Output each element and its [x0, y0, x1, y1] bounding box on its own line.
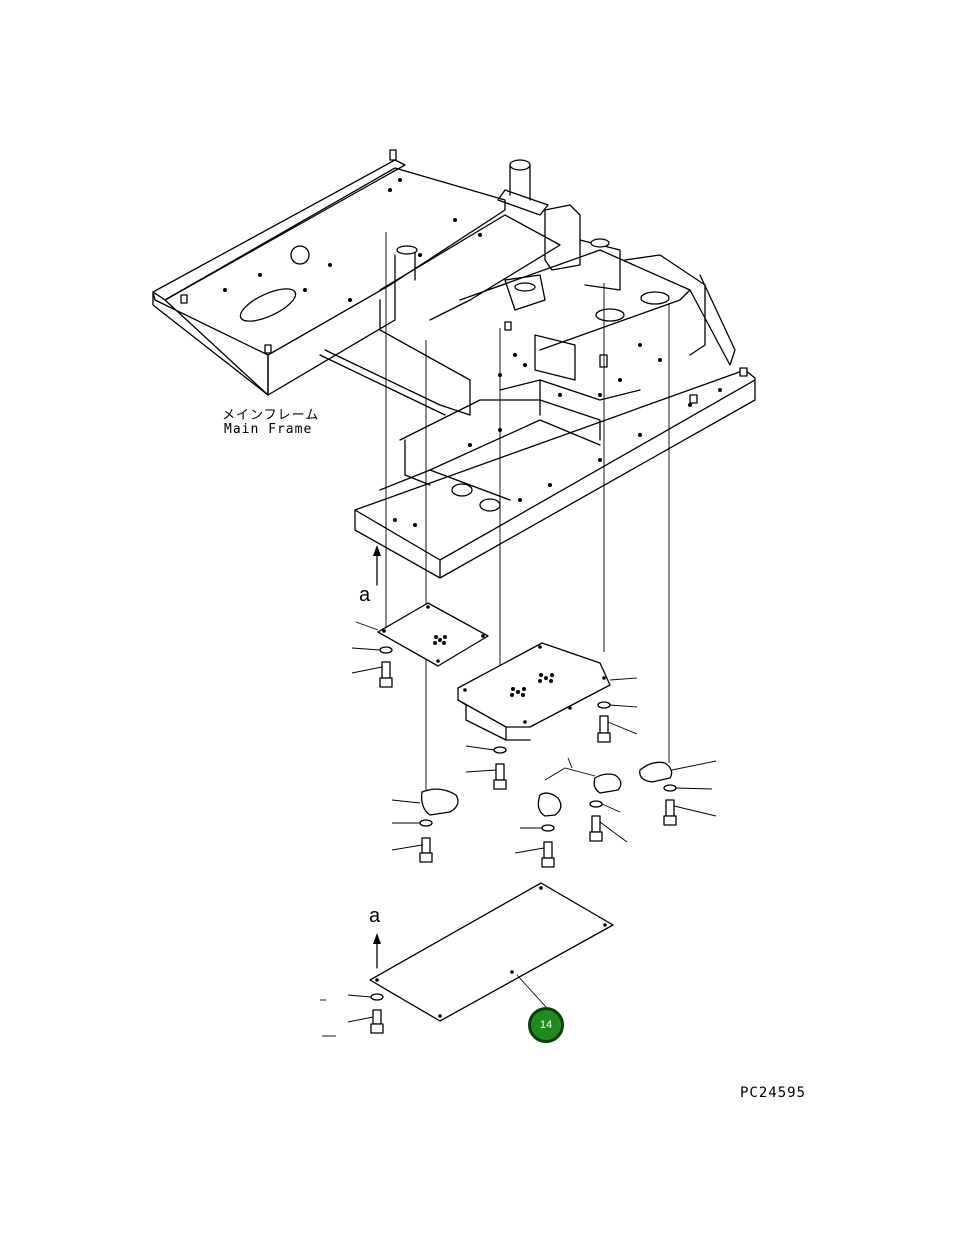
main-frame-label-en: Main Frame [224, 422, 313, 437]
small-covers-center [514, 757, 628, 868]
bolt-washer-set-2 [597, 701, 638, 743]
view-a-arrow-bottom [373, 933, 381, 969]
main-frame-label-jp: メインフレーム [222, 408, 320, 423]
cover-plate-left [355, 602, 489, 667]
bolt-washer-set-3 [465, 745, 507, 790]
part-callout-14[interactable]: 14 [528, 1007, 564, 1043]
main-frame-assembly [152, 149, 756, 579]
bolt-washer-set-1 [351, 646, 393, 688]
view-a-label-top: a [359, 584, 371, 606]
round-cover-right [639, 760, 717, 826]
view-a-label-bottom: a [369, 905, 381, 927]
bottom-cover-plate [369, 882, 614, 1022]
cover-plate-center [457, 642, 638, 741]
round-cover-left [391, 788, 459, 863]
drawing-number: PC24595 [740, 1085, 807, 1101]
view-a-arrow-top [373, 545, 381, 586]
bolt-washer-set-bottom [320, 993, 384, 1037]
assembly-leader-lines [385, 232, 670, 792]
